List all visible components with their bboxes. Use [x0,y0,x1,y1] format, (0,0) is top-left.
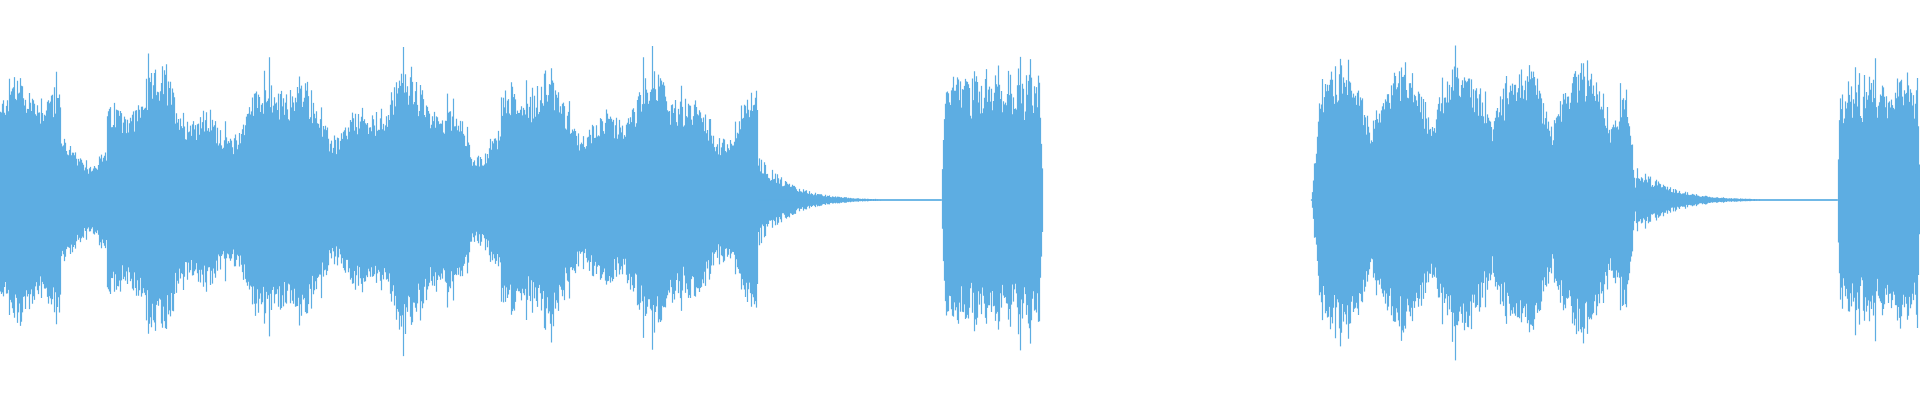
waveform-peaks [0,45,1920,361]
